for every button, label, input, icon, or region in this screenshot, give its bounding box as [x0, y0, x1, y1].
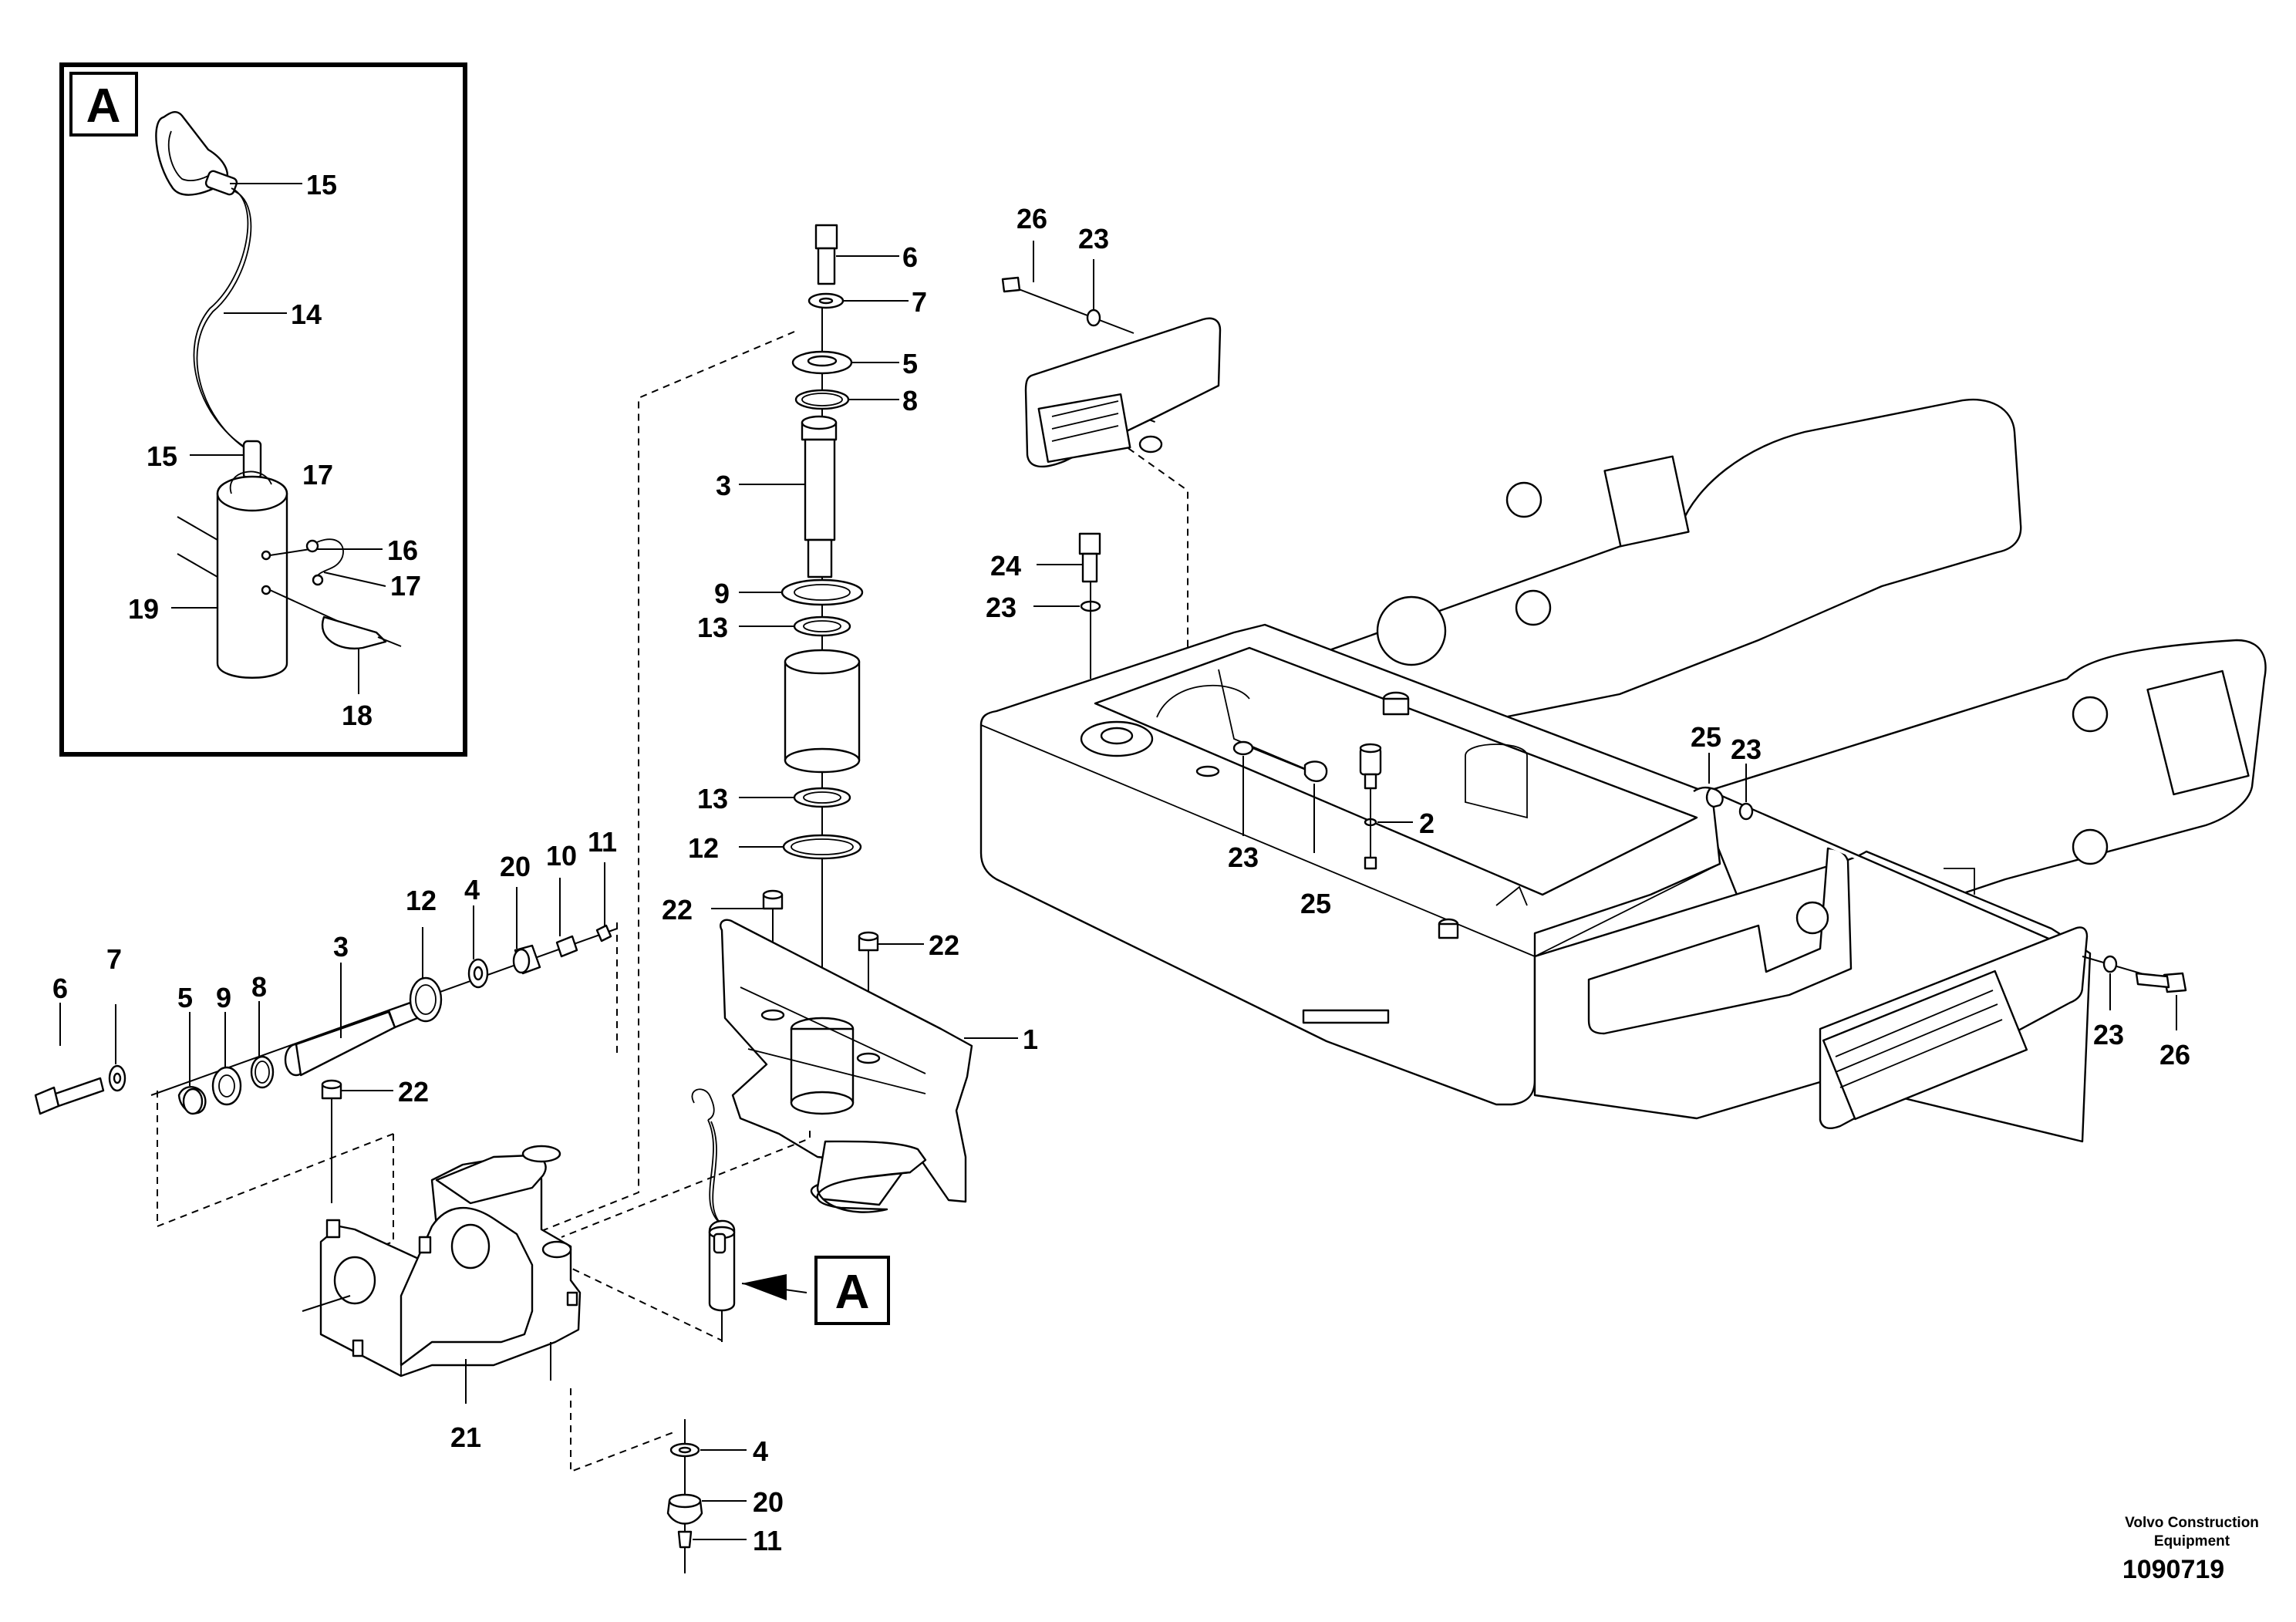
credit-line-1: Volvo Construction: [2125, 1515, 2259, 1531]
label-26-lower-right: 26: [2159, 1039, 2190, 1071]
label-7-hitch: 7: [106, 943, 122, 975]
label-11-hitch: 11: [588, 826, 617, 858]
label-23-mid: 23: [1228, 841, 1259, 873]
label-25-mid: 25: [1300, 888, 1331, 919]
label-15-bottom: 15: [147, 440, 177, 472]
label-2: 2: [1419, 808, 1435, 839]
detail-marker-a: A: [86, 79, 121, 133]
label-4-lower: 4: [753, 1435, 768, 1467]
label-17-top: 17: [302, 459, 333, 491]
label-23-lower-right: 23: [2093, 1019, 2124, 1050]
label-14: 14: [291, 298, 322, 330]
label-3-hitch: 3: [333, 931, 349, 963]
label-23-upper: 23: [1078, 223, 1109, 255]
label-1: 1: [1023, 1023, 1038, 1055]
label-26-upper: 26: [1017, 203, 1047, 234]
label-20-hitch: 20: [500, 851, 531, 882]
label-5-hitch: 5: [177, 982, 193, 1013]
label-18: 18: [342, 700, 373, 731]
label-22-stack-right: 22: [929, 929, 959, 961]
grille-upper: 26 23: [1001, 203, 1222, 468]
lower-fastener-stack: 4 20 11: [666, 1419, 784, 1573]
label-11-lower: 11: [753, 1525, 782, 1556]
label-12-stack: 12: [688, 832, 719, 864]
pin-stack: 6 7 5 8 3 9 13 13 12 22 22 1: [662, 224, 1038, 1213]
label-20-lower: 20: [753, 1486, 784, 1518]
hitch-group: 6 7 5 9 8 3 12 4 20 10 11 22 21: [34, 826, 618, 1453]
label-22-stack-left: 22: [662, 894, 693, 926]
label-8-hitch: 8: [251, 971, 267, 1003]
credit-line-2: Equipment: [2154, 1533, 2230, 1549]
label-16: 16: [387, 534, 418, 566]
drawing-reference: 1090719: [2122, 1555, 2224, 1584]
callout-marker-a: A: [835, 1266, 870, 1319]
label-24: 24: [990, 550, 1021, 582]
label-22-hitch: 22: [398, 1076, 429, 1108]
label-5-stack: 5: [902, 348, 918, 379]
label-4-hitch: 4: [464, 874, 480, 905]
pin-assembly-callout: A: [691, 1088, 890, 1342]
label-23-right: 23: [1731, 733, 1762, 765]
label-3-stack: 3: [716, 470, 731, 501]
label-13-upper: 13: [697, 612, 728, 643]
label-15-top: 15: [306, 169, 337, 201]
main-frame: [979, 398, 2267, 1143]
label-17-bottom: 17: [390, 570, 421, 602]
detail-view-a: A 15 14 15 17 16 1: [59, 62, 467, 757]
label-12-hitch: 12: [406, 885, 437, 916]
label-19: 19: [128, 593, 159, 625]
credit-block: Volvo Construction Equipment 1090719: [2122, 1515, 2259, 1584]
label-10: 10: [546, 840, 577, 872]
grille-lower: 25 23 23 26: [1691, 721, 2190, 1129]
label-9-hitch: 9: [216, 982, 231, 1013]
label-7-stack: 7: [912, 286, 927, 318]
label-8-stack: 8: [902, 385, 918, 416]
label-6-stack: 6: [902, 241, 918, 273]
label-23-bolt: 23: [986, 592, 1017, 623]
label-13-lower: 13: [697, 783, 728, 814]
label-25-right: 25: [1691, 721, 1721, 753]
frame-fasteners: 24 23 23 25 2: [986, 532, 1435, 919]
label-21: 21: [450, 1421, 481, 1453]
label-6-hitch: 6: [52, 973, 68, 1004]
label-9-stack: 9: [714, 578, 730, 609]
